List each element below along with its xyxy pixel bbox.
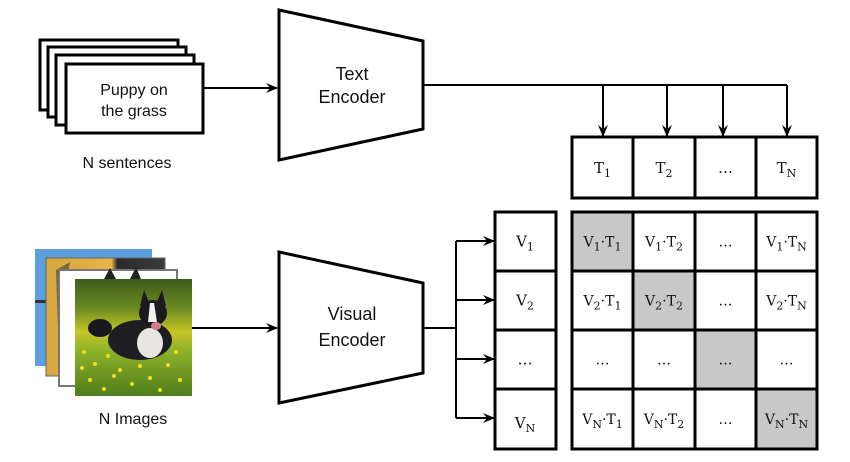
- image-embedding-1: V1​: [493, 210, 558, 273]
- text-embedding-N: TN​: [754, 135, 819, 200]
- dog-photo: [75, 279, 192, 396]
- image-embedding-label: V2​: [515, 292, 534, 313]
- matrix-cell-label: VN​·TN​: [764, 412, 809, 431]
- text-encoder-shape: [277, 8, 425, 162]
- matrix-cell-2-2: V2​·T2​: [631, 269, 697, 332]
- text-embedding-label: …: [718, 159, 733, 177]
- image-embedding-label: V1​: [515, 233, 534, 254]
- sentence-stack: Puppy on the grass: [38, 38, 205, 135]
- matrix-cell-4-3: …: [693, 387, 758, 451]
- matrix-cell-label: V1​·TN​: [765, 235, 807, 254]
- text-embedding-label: T2​: [655, 159, 672, 180]
- matrix-cell-3-3: …: [693, 328, 758, 391]
- image-embedding-N: VN​: [493, 387, 558, 451]
- matrix-cell-label: …: [596, 353, 610, 369]
- matrix-cell-label: …: [719, 294, 733, 310]
- visual-encoder: Visual Encoder: [277, 250, 425, 405]
- matrix-cell-label: …: [719, 412, 733, 428]
- image-embeddings-column: V1​ V2​ … VN​: [493, 210, 558, 451]
- matrix-cell-1-2: V1​·T2​: [631, 210, 697, 273]
- visual-encoder-label-line-1: Visual: [328, 304, 377, 324]
- text-encoder-label-line-2: Encoder: [318, 87, 385, 107]
- text-embedding-label: TN​: [777, 159, 797, 180]
- sentences-label: N sentences: [83, 155, 172, 172]
- matrix-cell-label: …: [719, 235, 733, 251]
- matrix-cell-label: …: [780, 353, 794, 369]
- text-embedding-2: T2​: [631, 135, 697, 200]
- text-embedding-connectors: [423, 84, 792, 137]
- matrix-cell-label: VN​·T2​: [643, 412, 685, 431]
- images-label: N Images: [99, 411, 167, 428]
- image-embedding-label: …: [518, 351, 533, 369]
- image-embedding-label: VN​: [514, 414, 536, 435]
- matrix-cell-label: V2​·T2​: [644, 294, 683, 313]
- matrix-cell-label: V2​·TN​: [765, 294, 807, 313]
- text-embedding-label: T1​: [594, 159, 611, 180]
- matrix-cell-label: V1​·T1​: [583, 235, 622, 254]
- text-embedding-ellipsis: …: [693, 135, 758, 200]
- text-embedding-1: T1​: [570, 135, 635, 200]
- matrix-cell-1-4: V1​·TN​: [754, 210, 819, 273]
- matrix-cell-2-3: …: [693, 269, 758, 332]
- matrix-cell-4-4: VN​·TN​: [754, 387, 819, 451]
- similarity-matrix: V1​·T1​ V1​·T2​ … V1​·TN​ V2​·T1​ V2​·T2​ … V2​…: [570, 210, 819, 451]
- matrix-cell-label: VN​·T1​: [581, 412, 623, 431]
- matrix-cell-3-4: …: [754, 328, 819, 391]
- matrix-cell-label: V1​·T2​: [644, 235, 683, 254]
- matrix-cell-2-4: V2​·TN​: [754, 269, 819, 332]
- image-embedding-connectors: [423, 236, 495, 423]
- visual-encoder-label-line-2: Encoder: [318, 330, 385, 350]
- matrix-cell-1-1: V1​·T1​: [570, 210, 635, 273]
- sentence-text-line-1: Puppy on: [100, 82, 168, 99]
- matrix-cell-label: …: [719, 353, 733, 369]
- matrix-cell-label: …: [657, 353, 671, 369]
- matrix-cell-4-1: VN​·T1​: [570, 387, 635, 451]
- matrix-cell-3-1: …: [570, 328, 635, 391]
- matrix-cell-1-3: …: [693, 210, 758, 273]
- matrix-cell-label: V2​·T1​: [583, 294, 622, 313]
- image-stack: [35, 249, 192, 396]
- text-embeddings-row: T1​ T2​ … TN​: [570, 135, 819, 200]
- sentence-card-front: [64, 62, 205, 135]
- matrix-cell-3-2: …: [631, 328, 697, 391]
- text-encoder-label-line-1: Text: [335, 64, 368, 84]
- matrix-cell-4-2: VN​·T2​: [631, 387, 697, 451]
- visual-encoder-shape: [277, 250, 425, 405]
- sentence-text-line-2: the grass: [101, 103, 167, 120]
- text-encoder: Text Encoder: [277, 8, 425, 162]
- matrix-cell-2-1: V2​·T1​: [570, 269, 635, 332]
- image-embedding-ellipsis: …: [493, 328, 558, 391]
- image-embedding-2: V2​: [493, 269, 558, 332]
